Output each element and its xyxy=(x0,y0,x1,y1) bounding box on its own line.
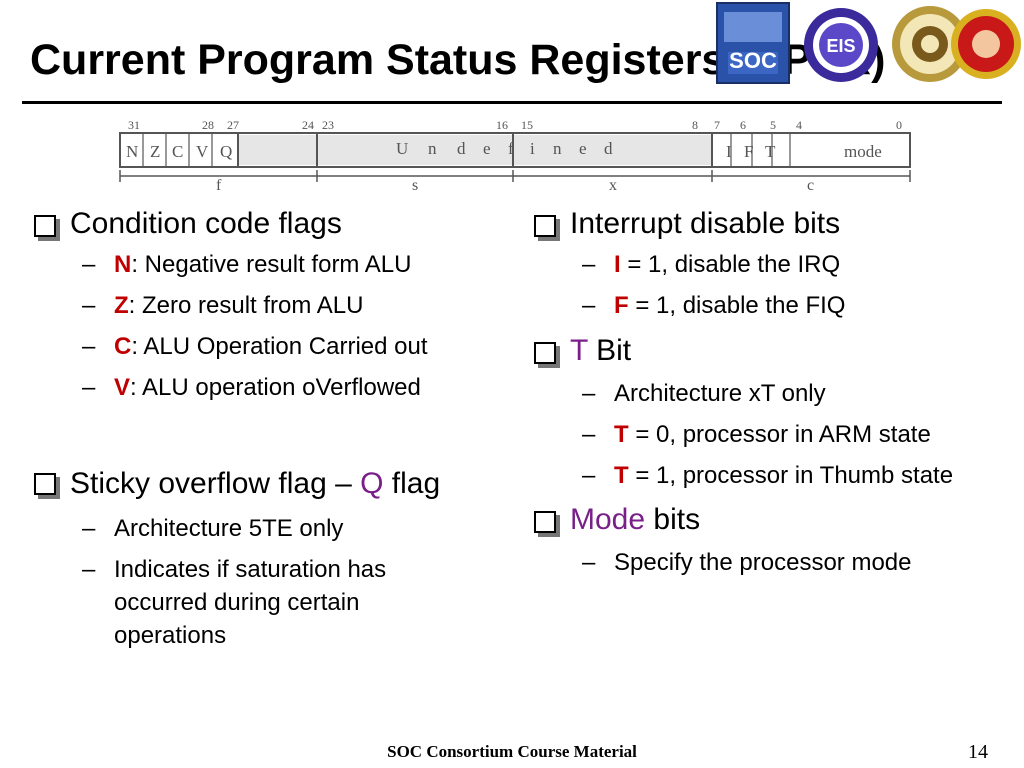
checkbox-bullet-icon xyxy=(534,511,556,533)
dash-bullet-icon: – xyxy=(82,292,96,319)
bit-number-label: 8 xyxy=(692,118,698,132)
bullet-condition-code-flags: Condition code flags xyxy=(32,206,502,242)
dash-bullet-icon: – xyxy=(582,251,596,278)
field-label: s xyxy=(412,177,418,194)
undefined-bits-23-8 xyxy=(318,135,712,165)
checkbox-bullet-icon xyxy=(34,215,56,237)
list-item-processor-mode: – Specify the processor mode xyxy=(532,546,1002,579)
bit-number-label: 23 xyxy=(322,118,334,132)
bit-number-label: 24 xyxy=(302,118,314,132)
list-item-flag-v: – V: ALU operation oVerflowed xyxy=(32,371,502,404)
list-item-architecture-5te: – Architecture 5TE only xyxy=(32,512,502,545)
list-item-flag-z: – Z: Zero result from ALU xyxy=(32,289,502,322)
bit-dividers xyxy=(142,133,791,167)
dash-bullet-icon: – xyxy=(582,549,596,576)
undefined-letter: d xyxy=(457,139,466,158)
title-divider xyxy=(22,101,1002,104)
undefined-letter: i xyxy=(530,139,535,158)
bit-numbers: 31 28 27 24 23 16 15 8 7 6 5 4 0 xyxy=(128,118,902,132)
bit-number-label: 15 xyxy=(521,118,533,132)
dash-bullet-icon: – xyxy=(82,515,96,542)
list-item-architecture-xt: – Architecture xT only xyxy=(532,377,1002,410)
dash-bullet-icon: – xyxy=(82,251,96,278)
undefined-letter: f xyxy=(508,139,514,158)
soc-consortium-logo: SOC xyxy=(716,2,790,84)
flag-bit-letter: V xyxy=(196,142,209,161)
undefined-letter: n xyxy=(553,139,562,158)
svg-text:SOC: SOC xyxy=(729,48,777,73)
control-bit-letter: F xyxy=(744,142,753,161)
eis-logo: EIS xyxy=(804,8,878,82)
bit-number-label: 31 xyxy=(128,118,140,132)
control-bit-letter: T xyxy=(765,142,776,161)
list-item-fiq: – F = 1, disable the FIQ xyxy=(532,289,1002,322)
svg-text:EIS: EIS xyxy=(826,36,855,56)
right-column: Interrupt disable bits – I = 1, disable … xyxy=(532,206,1002,579)
bit-number-label: 28 xyxy=(202,118,214,132)
dash-bullet-icon: – xyxy=(82,556,96,583)
checkbox-bullet-icon xyxy=(534,342,556,364)
dash-bullet-icon: – xyxy=(82,374,96,401)
field-label: c xyxy=(807,177,814,194)
flag-bit-letter: Q xyxy=(220,142,232,161)
reserved-bits-27-24 xyxy=(238,135,316,165)
dash-bullet-icon: – xyxy=(582,380,596,407)
red-university-seal-logo xyxy=(951,9,1021,79)
undefined-letter: e xyxy=(483,139,491,158)
undefined-letter: U xyxy=(396,139,408,158)
university-seal-logo xyxy=(892,6,968,82)
flag-bit-letter: Z xyxy=(150,142,160,161)
bullet-t-bit: T Bit xyxy=(532,333,1002,369)
list-item-flag-n: – N: Negative result form ALU xyxy=(32,248,502,281)
dash-bullet-icon: – xyxy=(582,462,596,489)
checkbox-bullet-icon xyxy=(34,473,56,495)
bullet-interrupt-disable-bits: Interrupt disable bits xyxy=(532,206,1002,242)
bullet-mode-bits: Mode bits xyxy=(532,502,1002,538)
field-label: x xyxy=(609,177,617,194)
bit-number-label: 4 xyxy=(796,118,802,132)
list-item-flag-c: – C: ALU Operation Carried out xyxy=(32,330,502,363)
footer-text: SOC Consortium Course Material xyxy=(387,742,637,761)
undefined-letter: d xyxy=(604,139,613,158)
checkbox-bullet-icon xyxy=(534,215,556,237)
undefined-letter: e xyxy=(579,139,587,158)
mode-label: mode xyxy=(844,142,882,161)
dash-bullet-icon: – xyxy=(582,421,596,448)
bit-number-label: 0 xyxy=(896,118,902,132)
bit-number-label: 7 xyxy=(714,118,720,132)
list-item-t-one: – T = 1, processor in Thumb state xyxy=(532,459,1002,492)
flag-bit-letter: N xyxy=(126,142,138,161)
bit-number-label: 27 xyxy=(227,118,239,132)
flag-bit-letter: C xyxy=(172,142,183,161)
bullet-sticky-overflow-flag: Sticky overflow flag – Q flag xyxy=(32,462,502,506)
list-item-saturation: – Indicates if saturation has occurred d… xyxy=(32,553,502,652)
field-label: f xyxy=(216,177,222,194)
page-number: 14 xyxy=(968,741,988,763)
bit-number-label: 6 xyxy=(740,118,746,132)
bit-number-label: 16 xyxy=(496,118,508,132)
control-bit-letter: I xyxy=(726,142,732,161)
dash-bullet-icon: – xyxy=(82,333,96,360)
left-column: Condition code flags – N: Negative resul… xyxy=(32,206,502,652)
list-item-t-zero: – T = 0, processor in ARM state xyxy=(532,418,1002,451)
dash-bullet-icon: – xyxy=(582,292,596,319)
undefined-letter: n xyxy=(428,139,437,158)
list-item-irq: – I = 1, disable the IRQ xyxy=(532,248,1002,281)
bit-number-label: 5 xyxy=(770,118,776,132)
